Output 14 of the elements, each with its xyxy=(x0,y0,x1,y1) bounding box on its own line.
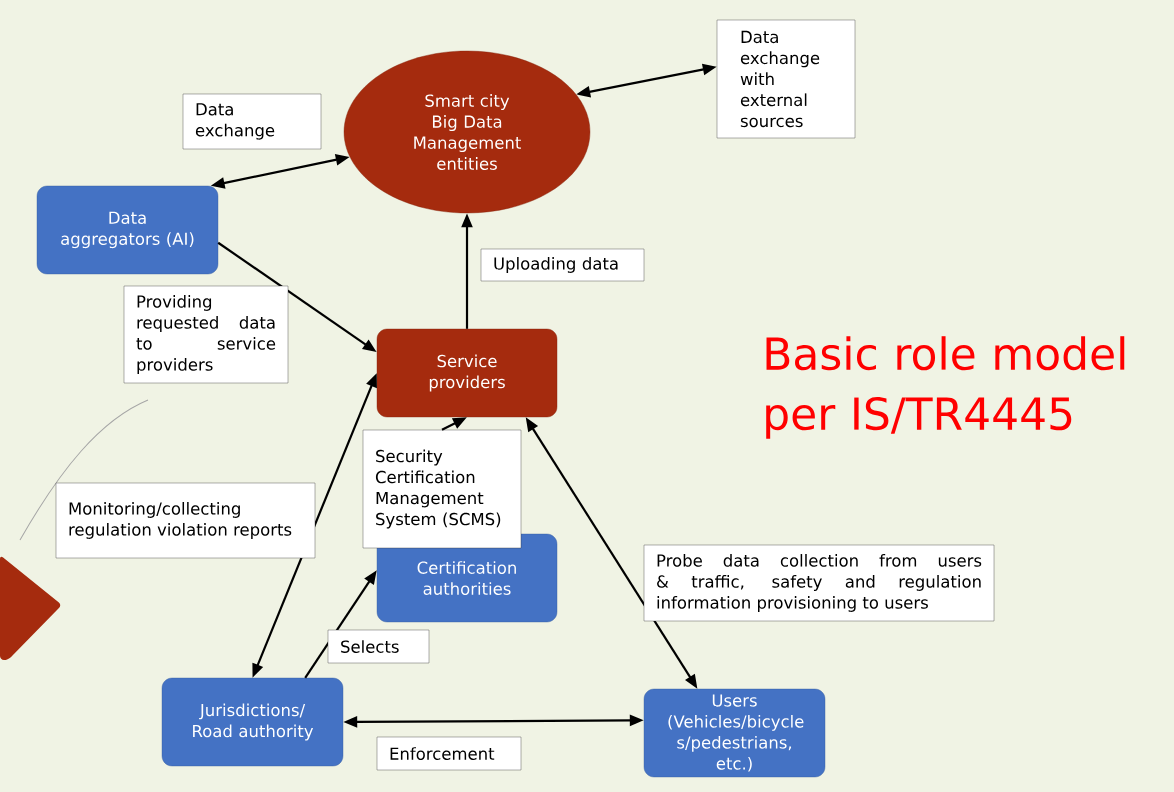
role-box: Users (Vehicles/bicycle s/pedestrians, etc.) xyxy=(643,688,826,778)
title: Basic role model per IS/TR4445 xyxy=(766,336,1125,439)
text-box: Security Certification Management System (SCMS) xyxy=(362,429,522,549)
edge-label: Providing requested data to service providers xyxy=(123,285,289,384)
edge-label: Uploading data xyxy=(480,248,645,282)
role-box: Data aggregators (AI) xyxy=(36,185,219,275)
edge-label: Selects xyxy=(327,629,430,664)
role-box: Service providers xyxy=(376,328,558,418)
edge-label: Monitoring/collecting regulation violation reports xyxy=(55,482,316,559)
edge-label: Enforcement xyxy=(376,736,522,771)
edge-label: Probe data collection from users & traffic, safety and regulation information provisioning to users xyxy=(643,544,995,622)
role-box: Jurisdictions/ Road authority xyxy=(161,677,344,767)
text-box: Data exchange with external sources xyxy=(716,19,856,139)
edge-label: Data exchange xyxy=(182,93,322,150)
